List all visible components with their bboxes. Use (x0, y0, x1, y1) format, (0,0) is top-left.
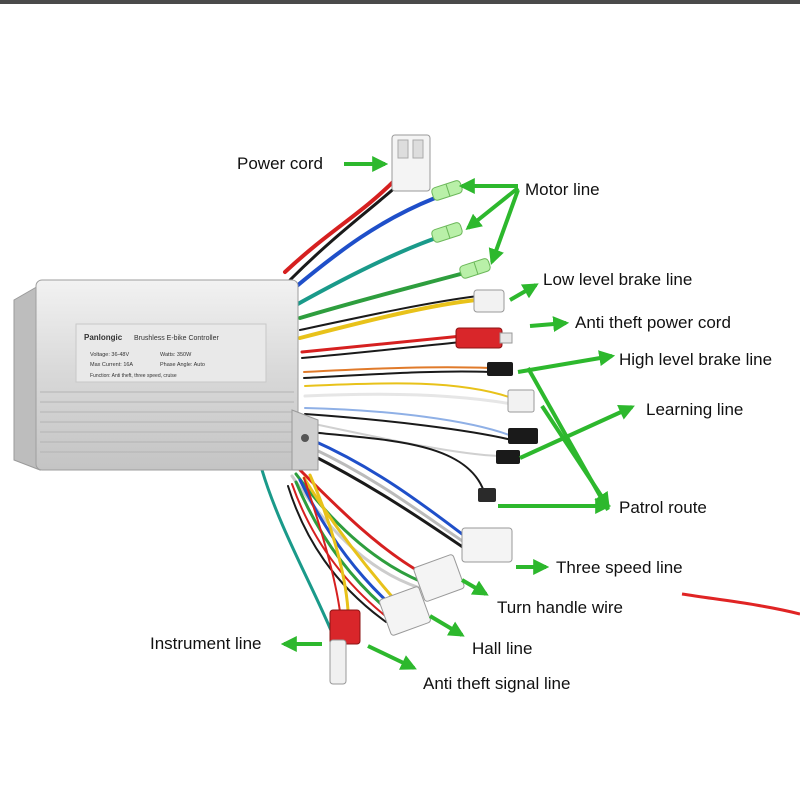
turn-handle-connector (413, 554, 465, 602)
high-brake-connector (487, 362, 513, 376)
label-anti-theft-power-cord: Anti theft power cord (575, 313, 731, 332)
lower-wires (260, 438, 472, 642)
controller-fins (40, 391, 294, 453)
antitheft-signal-yellow (308, 473, 350, 612)
antitheft-signal-red (303, 477, 341, 613)
high-brake-orange (303, 366, 491, 373)
antitheft-power-red (300, 334, 464, 354)
arrow-motor-3 (488, 189, 520, 266)
learning-blue (304, 407, 513, 437)
label-power-cord: Power cord (237, 154, 323, 173)
learning-white (303, 392, 514, 406)
three-speed-white (310, 446, 472, 548)
motor-wire-green (298, 270, 470, 320)
bracket-hole (301, 434, 309, 442)
stray-red-wire (681, 592, 800, 616)
connectors (329, 134, 538, 685)
learning-connector-black (508, 428, 538, 444)
learning-yellow (304, 382, 513, 399)
controller-brand: Panlongic (84, 333, 123, 342)
top-border (0, 0, 800, 4)
motor-wire-teal (294, 234, 444, 307)
brake-wire-black (299, 295, 479, 331)
instrument-teal (260, 468, 337, 642)
high-brake-black (303, 370, 491, 379)
arrow-low-brake (509, 283, 539, 302)
three-speed-black (310, 453, 472, 554)
three-speed-blue (310, 438, 472, 542)
arrow-high-brake-upper (517, 350, 616, 374)
antitheft-signal-connector (329, 609, 361, 645)
label-instrument-line: Instrument line (150, 634, 262, 653)
learning-connector-white (507, 389, 535, 413)
power-wire-black (288, 183, 400, 282)
hall-connector (379, 586, 431, 636)
hall-green (294, 480, 392, 614)
controller-function: Function: Anti theft, three speed, cruis… (90, 373, 177, 379)
motor-connector-2 (431, 222, 463, 243)
upper-wires (283, 178, 514, 496)
label-learning-line: Learning line (646, 400, 744, 419)
label-high-level-brake-line: High level brake line (619, 350, 773, 369)
arrow-learning (519, 405, 635, 460)
arrow-turn-handle (460, 578, 489, 596)
label-motor-line: Motor line (525, 180, 600, 199)
label-low-level-brake-line: Low level brake line (543, 270, 693, 289)
power-wire-red (283, 178, 397, 274)
patrol-black (309, 431, 486, 496)
motor-connector-1 (431, 180, 463, 201)
learning-black (304, 413, 513, 441)
antitheft-power-connector (455, 327, 503, 349)
antitheft-power-black (301, 341, 463, 359)
arrow-antitheft-power (529, 316, 570, 333)
controller-box: Panlongic Brushless E-bike Controller Vo… (13, 279, 319, 471)
label-hall-line: Hall line (472, 639, 533, 658)
label-turn-handle-wire: Turn handle wire (497, 598, 623, 617)
hall-black (287, 485, 387, 623)
controller-voltage: Voltage: 36-48V (90, 352, 129, 358)
label-patrol-route: Patrol route (619, 498, 707, 517)
arrow-antitheft-signal (367, 644, 417, 670)
callout-arrows (280, 156, 635, 670)
arrow-hall (428, 614, 465, 637)
hall-blue (298, 478, 394, 608)
controller-max-current: Max Current: 16A (90, 362, 133, 368)
label-anti-theft-signal-line: Anti theft signal line (423, 674, 571, 693)
patrol-connector (478, 488, 496, 502)
controller-label-plate (75, 323, 267, 383)
controller-model: Brushless E-bike Controller (134, 335, 219, 342)
hall-yellow (302, 476, 397, 602)
label-three-speed-line: Three speed line (556, 558, 683, 577)
arrow-patrol-upper (540, 404, 610, 509)
low-brake-connector (473, 289, 505, 313)
controller-watts: Watts: 350W (160, 352, 192, 358)
arrow-motor-2 (465, 186, 520, 230)
brake-wire-yellow (298, 298, 478, 340)
three-speed-connector (461, 527, 513, 563)
motor-wire-blue (290, 196, 437, 292)
instrument-connector (329, 639, 347, 685)
learning-connector-small (496, 450, 520, 464)
controller-phase-angle: Phase Angle: Auto (160, 362, 205, 368)
motor-connector-3 (459, 258, 491, 279)
